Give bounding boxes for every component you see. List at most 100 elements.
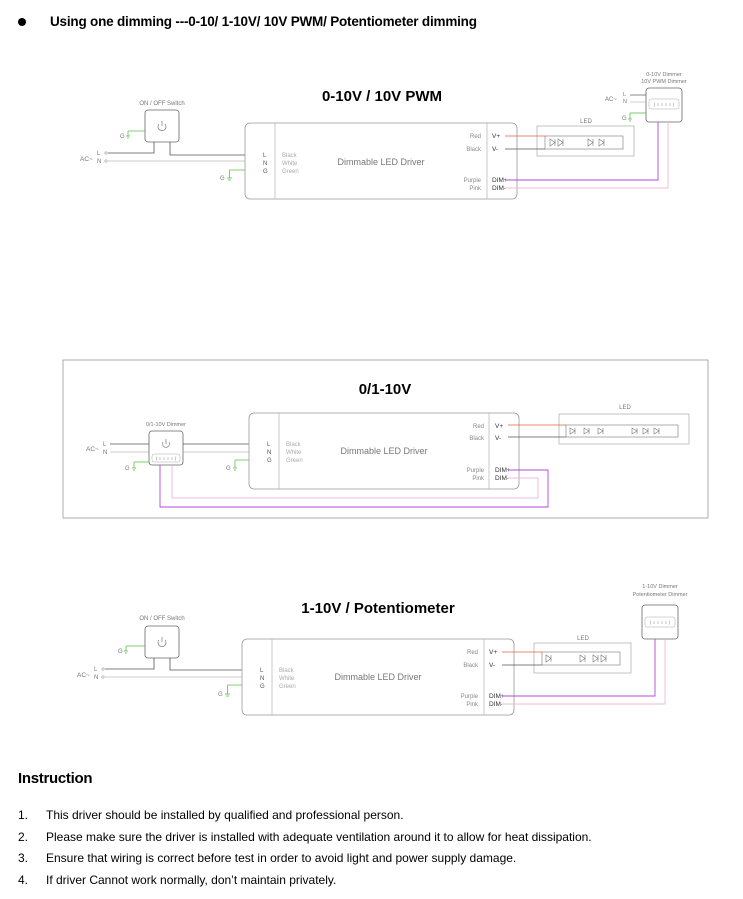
ac-l-label: L [103, 442, 107, 448]
dimmer-knob-dots: ⟨ ○ ○ ○ ○ ⟩ [654, 102, 675, 107]
led-driver-box [244, 122, 518, 200]
diagram-0-10v-pwm: 0-10V / 10V PWM ON / OFF Switch G AC~ L … [80, 72, 687, 200]
out-color-red: Red [473, 424, 484, 430]
led-driver-box [241, 638, 515, 716]
ac-n-label: N [94, 675, 98, 681]
input-pin-g: G [267, 458, 272, 464]
ac-label: AC~ [80, 156, 93, 163]
dimmer-label: 0/1-10V Dimmer [146, 422, 186, 428]
led-strip-box [533, 642, 632, 674]
out-color-red: Red [467, 650, 478, 656]
ground-label: G [220, 176, 225, 182]
dimmer-box [645, 87, 683, 123]
list-item: 3.Ensure that wiring is correct before t… [18, 851, 517, 865]
input-pin-g: G [263, 169, 268, 175]
ground-label: G [125, 466, 130, 472]
dim-color-purple: Purple [464, 178, 482, 184]
wire-color-black: Black [282, 153, 298, 159]
dim-pin-minus: DIM- [495, 475, 509, 482]
led-strip-box [536, 125, 635, 157]
out-color-black: Black [463, 663, 479, 669]
diagram-1-10v-potentiometer: 1-10V / Potentiometer ON / OFF Switch G … [77, 584, 688, 716]
out-color-red: Red [470, 134, 481, 140]
dim-pin-plus: DIM+ [489, 693, 505, 700]
ac-label: AC~ [77, 672, 90, 679]
ground-label: G [118, 649, 123, 655]
diagram-title: 0/1-10V [359, 381, 412, 398]
out-pin-vplus: V+ [495, 423, 503, 430]
out-pin-vminus: V- [495, 435, 501, 442]
ac-n-label: N [103, 450, 107, 456]
wire-color-white: White [286, 450, 302, 456]
dimmer-knob-dots: ⟨ ○ ○ ○ ○ ⟩ [156, 456, 177, 461]
ground-icon [628, 112, 646, 122]
dim-pin-minus: DIM- [489, 701, 503, 708]
out-pin-vplus: V+ [492, 133, 500, 140]
ground-label: G [218, 692, 223, 698]
dimmer-label-2: 10V PWM Dimmer [641, 79, 687, 85]
dim-pin-minus: DIM- [492, 185, 506, 192]
dim-color-pink: Pink [469, 186, 482, 192]
dim-color-purple: Purple [461, 694, 479, 700]
driver-label: Dimmable LED Driver [337, 157, 424, 167]
power-icon [157, 121, 167, 132]
out-pin-vminus: V- [489, 662, 495, 669]
wiring-diagrams: 0-10V / 10V PWM ON / OFF Switch G AC~ L … [62, 72, 709, 716]
led-diode-icon [569, 427, 660, 435]
wire-color-black: Black [279, 668, 295, 674]
wire-color-white: White [279, 676, 295, 682]
wire-color-green: Green [286, 458, 303, 464]
switch-label: ON / OFF Switch [139, 101, 184, 107]
input-pin-l: L [267, 442, 271, 448]
led-strip-box [558, 413, 690, 445]
dim-color-pink: Pink [466, 702, 479, 708]
input-pin-n: N [263, 161, 267, 167]
instruction-title: Instruction [18, 770, 93, 787]
driver-label: Dimmable LED Driver [334, 672, 421, 682]
dimmer-ac-n: N [623, 99, 627, 105]
ground-label: G [622, 116, 627, 122]
section-heading-row: Using one dimming ---0-10/ 1-10V/ 10V PW… [18, 14, 477, 29]
dim-pin-plus: DIM+ [495, 467, 511, 474]
switch-label: ON / OFF Switch [139, 616, 184, 622]
dimmer-box [641, 604, 679, 640]
dimmer-box [148, 430, 184, 466]
list-item: 1.This driver should be installed by qua… [18, 808, 404, 822]
driver-label: Dimmable LED Driver [340, 446, 427, 456]
led-diode-icon [549, 138, 605, 147]
input-pin-n: N [260, 676, 264, 682]
diagram-frame [62, 359, 709, 519]
ac-l-label: L [94, 667, 98, 673]
dimmer-ac-l: L [623, 92, 626, 98]
ground-icon [124, 645, 145, 654]
dimmer-label-1: 0-10V Dimmer [646, 72, 682, 78]
bullet-icon [18, 17, 26, 26]
ground-icon [126, 130, 145, 139]
wire-color-white: White [282, 161, 298, 167]
ac-label: AC~ [86, 446, 99, 453]
diagram-title: 0-10V / 10V PWM [322, 88, 442, 105]
section-heading: Using one dimming ---0-10/ 1-10V/ 10V PW… [50, 14, 477, 29]
led-driver-box [248, 412, 520, 490]
out-pin-vminus: V- [492, 146, 498, 153]
dim-color-purple: Purple [467, 468, 485, 474]
ground-icon [132, 461, 149, 471]
out-color-black: Black [466, 147, 482, 153]
dimmer-ac-label: AC~ [605, 97, 617, 103]
out-pin-vplus: V+ [489, 649, 497, 656]
input-pin-n: N [267, 450, 271, 456]
dim-pin-plus: DIM+ [492, 177, 508, 184]
dimmer-label-2: Potentiometer Dimmer [632, 592, 687, 598]
led-label: LED [619, 405, 631, 411]
input-pin-l: L [263, 153, 267, 159]
input-pin-l: L [260, 668, 264, 674]
wire-color-green: Green [279, 684, 296, 690]
diagram-0-1-10v: 0/1-10V AC~ L N 0/1-10V Dimmer ⟨ ○ ○ ○ ○… [62, 359, 709, 519]
list-item: 4.If driver Cannot work normally, don’t … [18, 872, 337, 887]
dimmer-label-1: 1-10V Dimmer [642, 584, 678, 590]
led-label: LED [577, 636, 589, 642]
led-diode-icon [545, 654, 607, 663]
diagram-title: 1-10V / Potentiometer [301, 600, 455, 617]
ground-label: G [120, 134, 125, 140]
dim-color-pink: Pink [472, 476, 485, 482]
